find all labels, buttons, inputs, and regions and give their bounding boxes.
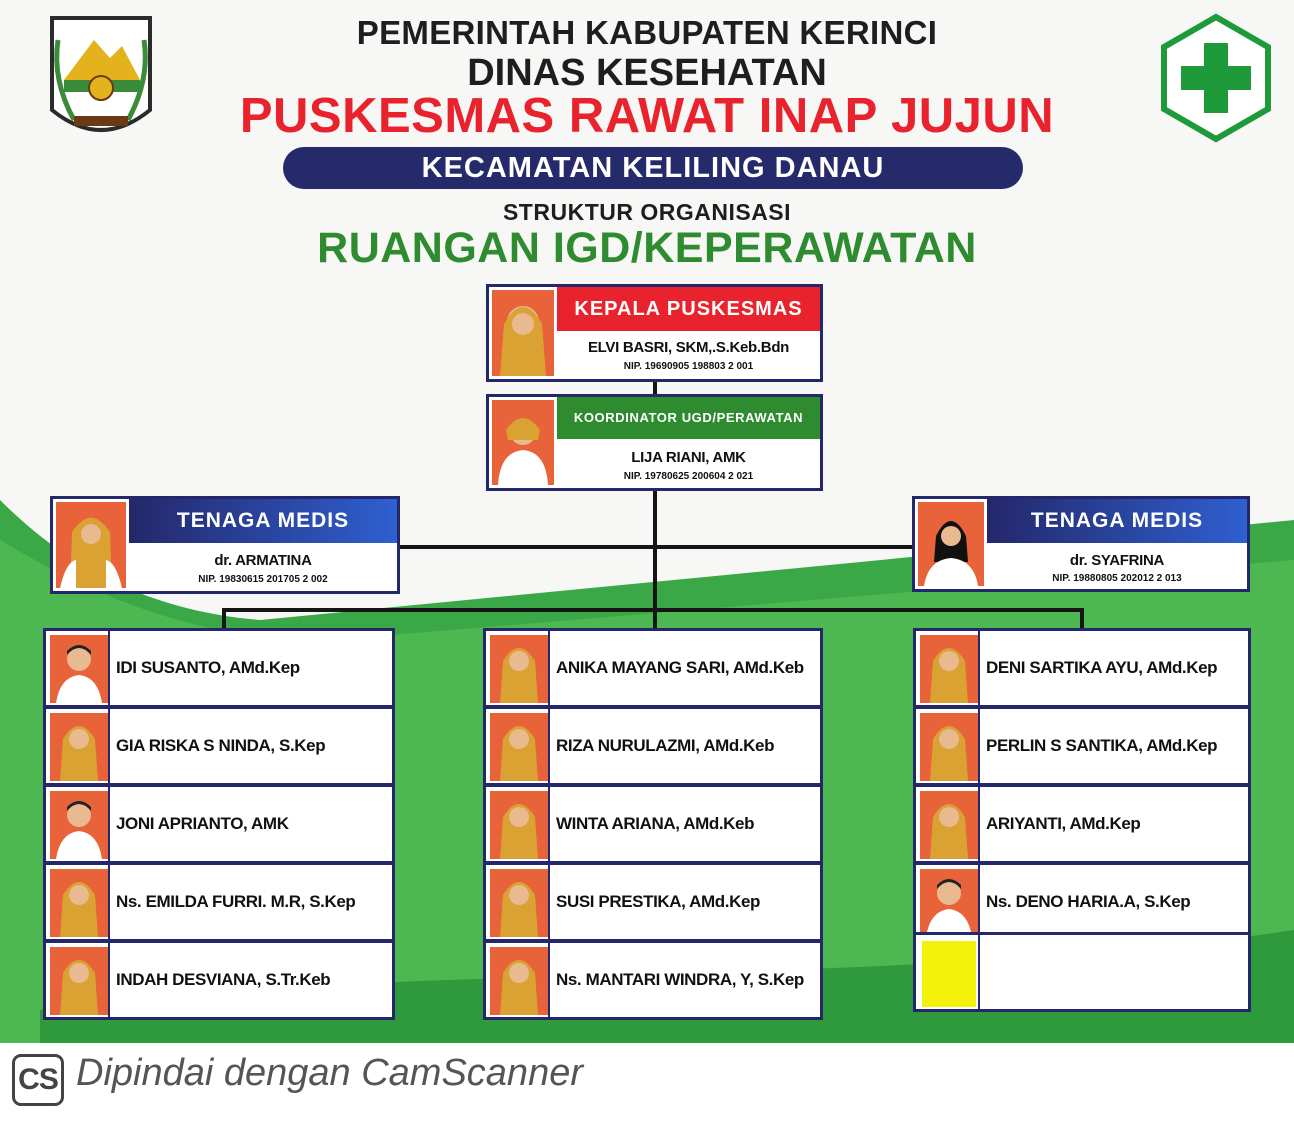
- staff-card: JONI APRIANTO, AMK: [43, 784, 395, 864]
- staff-name: SUSI PRESTIKA, AMd.Kep: [556, 892, 761, 911]
- staff-divider: [108, 631, 110, 705]
- staff-card: Ns. MANTARI WINDRA, Y, S.Kep: [483, 940, 823, 1020]
- staff-divider: [548, 865, 550, 939]
- staff-photo: [920, 713, 978, 781]
- staff-photo: [50, 791, 108, 859]
- staff-card: ANIKA MAYANG SARI, AMd.Keb: [483, 628, 823, 708]
- staff-divider: [548, 787, 550, 861]
- staff-card: WINTA ARIANA, AMd.Keb: [483, 784, 823, 864]
- header-subtitle: STRUKTUR ORGANISASI: [502, 199, 792, 225]
- staff-name: DENI SARTIKA AYU, AMd.Kep: [986, 658, 1218, 677]
- staff-divider: [978, 865, 980, 939]
- staff-divider: [548, 631, 550, 705]
- staff-card: SUSI PRESTIKA, AMd.Kep: [483, 862, 823, 942]
- coordinator-name: LIJA RIANI, AMK: [631, 449, 746, 466]
- staff-divider: [548, 709, 550, 783]
- staff-card: DENI SARTIKA AYU, AMd.Kep: [913, 628, 1251, 708]
- coordinator-nip: NIP. 19780625 200604 2 021: [623, 471, 754, 482]
- staff-photo: [50, 947, 108, 1015]
- header-government: PEMERINTAH KABUPATEN KERINCI: [356, 14, 938, 51]
- staff-name: ANIKA MAYANG SARI, AMd.Keb: [556, 658, 804, 677]
- connector-trunk: [653, 489, 657, 629]
- staff-name: GIA RISKA S NINDA, S.Kep: [116, 736, 326, 755]
- staff-card: ARIYANTI, AMd.Kep: [913, 784, 1251, 864]
- camscanner-logo-icon: CS: [12, 1054, 64, 1106]
- medis-right-photo: [918, 502, 984, 586]
- medis-left-role: TENAGA MEDIS: [129, 499, 397, 543]
- medis-right-role: TENAGA MEDIS: [987, 499, 1247, 543]
- kerinci-emblem-icon: [44, 10, 158, 144]
- staff-card: IDI SUSANTO, AMd.Kep: [43, 628, 395, 708]
- medis-right-nip: NIP. 19880805 202012 2 013: [1052, 573, 1182, 584]
- staff-card: GIA RISKA S NINDA, S.Kep: [43, 706, 395, 786]
- staff-divider: [108, 709, 110, 783]
- medis-left-nip: NIP. 19830615 201705 2 002: [198, 574, 328, 585]
- medis-right-name: dr. SYAFRINA: [1069, 552, 1165, 569]
- scanner-footer: [0, 1043, 1294, 1121]
- staff-photo: [920, 791, 978, 859]
- staff-photo: [490, 947, 548, 1015]
- header-puskesmas: PUSKESMAS RAWAT INAP JUJUN: [239, 89, 1055, 143]
- org-chart-poster: PEMERINTAH KABUPATEN KERINCI DINAS KESEH…: [0, 10, 1294, 1043]
- head-card: KEPALA PUSKESMAS ELVI BASRI, SKM,.S.Keb.…: [486, 284, 823, 382]
- page-title: RUANGAN IGD/KEPERAWATAN: [317, 224, 977, 272]
- scanner-watermark-text: Dipindai dengan CamScanner: [76, 1052, 583, 1094]
- staff-photo: [50, 713, 108, 781]
- staff-card: RIZA NURULAZMI, AMd.Keb: [483, 706, 823, 786]
- staff-card: Ns. DENO HARIA.A, S.Kep: [913, 862, 1251, 942]
- staff-divider: [978, 709, 980, 783]
- coordinator-role: KOORDINATOR UGD/PERAWATAN: [557, 397, 820, 439]
- connector-head-coordinator: [653, 380, 657, 396]
- staff-divider: [978, 787, 980, 861]
- staff-photo: [490, 791, 548, 859]
- staff-name: RIZA NURULAZMI, AMd.Keb: [556, 736, 775, 755]
- staff-divider: [978, 935, 980, 1009]
- staff-card-empty: [913, 932, 1251, 1012]
- staff-photo: [50, 869, 108, 937]
- staff-name: INDAH DESVIANA, S.Tr.Keb: [116, 970, 331, 989]
- staff-name: Ns. DENO HARIA.A, S.Kep: [986, 892, 1191, 911]
- connector-staff-bar: [222, 608, 1084, 612]
- staff-photo: [490, 635, 548, 703]
- staff-photo: [920, 869, 978, 937]
- staff-card: PERLIN S SANTIKA, AMd.Kep: [913, 706, 1251, 786]
- staff-divider: [108, 865, 110, 939]
- medis-right-card: TENAGA MEDIS dr. SYAFRINA NIP. 19880805 …: [912, 496, 1250, 592]
- staff-name: Ns. MANTARI WINDRA, Y, S.Kep: [556, 970, 804, 989]
- staff-divider: [108, 943, 110, 1017]
- medis-left-card: TENAGA MEDIS dr. ARMATINA NIP. 19830615 …: [50, 496, 400, 594]
- staff-name: WINTA ARIANA, AMd.Keb: [556, 814, 755, 833]
- staff-name: Ns. EMILDA FURRI. M.R, S.Kep: [116, 892, 356, 911]
- green-cross-icon: [1160, 13, 1272, 143]
- staff-photo: [490, 869, 548, 937]
- staff-photo: [920, 635, 978, 703]
- staff-card: Ns. EMILDA FURRI. M.R, S.Kep: [43, 862, 395, 942]
- staff-name: ARIYANTI, AMd.Kep: [986, 814, 1141, 833]
- connector-staff-right: [1080, 608, 1084, 630]
- staff-photo: [50, 635, 108, 703]
- head-name: ELVI BASRI, SKM,.S.Keb.Bdn: [587, 339, 790, 356]
- head-nip: NIP. 19690905 198803 2 001: [623, 361, 754, 372]
- staff-name: IDI SUSANTO, AMd.Kep: [116, 658, 300, 677]
- connector-staff-left: [222, 608, 226, 630]
- coordinator-photo: [492, 400, 554, 485]
- staff-name: [986, 935, 1242, 1009]
- connector-medis: [398, 545, 914, 549]
- staff-divider: [978, 631, 980, 705]
- staff-card: INDAH DESVIANA, S.Tr.Keb: [43, 940, 395, 1020]
- staff-divider: [548, 943, 550, 1017]
- head-role: KEPALA PUSKESMAS: [557, 287, 820, 331]
- staff-divider: [108, 787, 110, 861]
- head-photo: [492, 290, 554, 376]
- district-banner: KECAMATAN KELILING DANAU: [283, 147, 1023, 189]
- coordinator-card: KOORDINATOR UGD/PERAWATAN LIJA RIANI, AM…: [486, 394, 823, 491]
- empty-photo-placeholder: [922, 941, 976, 1007]
- medis-left-name: dr. ARMATINA: [214, 552, 312, 569]
- header-department: DINAS KESEHATAN: [467, 52, 827, 94]
- staff-photo: [490, 713, 548, 781]
- medis-left-photo: [56, 502, 126, 588]
- staff-name: PERLIN S SANTIKA, AMd.Kep: [986, 736, 1218, 755]
- staff-name: JONI APRIANTO, AMK: [116, 814, 289, 833]
